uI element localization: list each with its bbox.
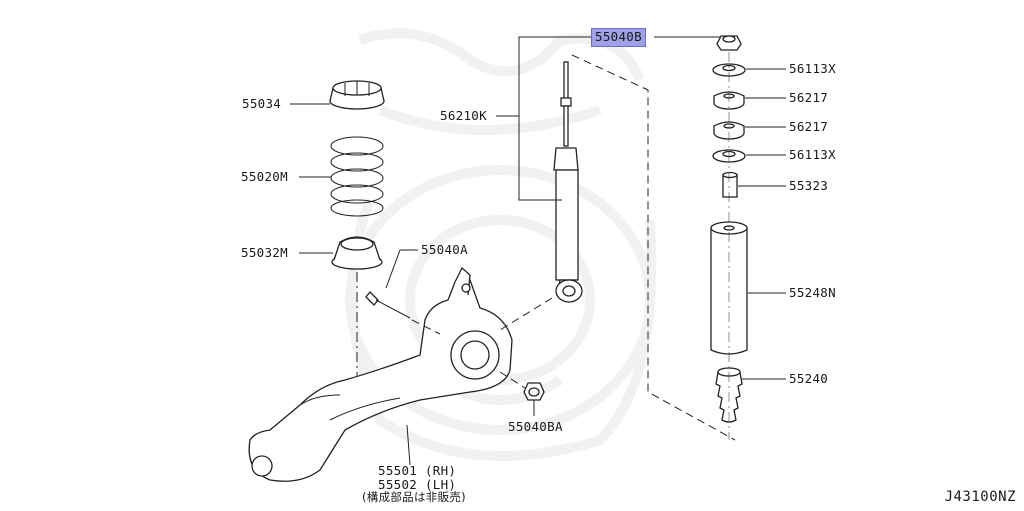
bolt-axis-ba: [499, 371, 526, 389]
label-56217-b[interactable]: 56217: [789, 119, 829, 134]
label-55323[interactable]: 55323: [789, 178, 829, 193]
upper-spring-seat-55034[interactable]: [329, 80, 385, 110]
leader-55040A: [385, 249, 401, 289]
collar-55323[interactable]: [722, 171, 738, 198]
label-55020M[interactable]: 55020M: [241, 169, 288, 184]
shock-mount-axis: [499, 297, 553, 331]
label-56210K[interactable]: 56210K: [440, 108, 487, 123]
nut-55040BA[interactable]: [523, 382, 545, 401]
label-55501[interactable]: 55501 (RH): [378, 463, 457, 478]
dust-boot-55248N[interactable]: [710, 221, 748, 355]
label-55248N[interactable]: 55248N: [789, 285, 836, 300]
label-55240[interactable]: 55240: [789, 371, 829, 386]
label-55040A[interactable]: 55040A: [421, 242, 468, 257]
label-55034[interactable]: 55034: [242, 96, 282, 111]
bolt-55040A[interactable]: [365, 291, 411, 319]
label-55040BA[interactable]: 55040BA: [508, 419, 563, 434]
diagram-code: J43100NZ: [944, 489, 1016, 505]
label-56113X-bottom[interactable]: 56113X: [789, 147, 836, 162]
knuckle-arm-assembly[interactable]: [248, 266, 513, 482]
label-55040B[interactable]: 55040B: [591, 28, 646, 47]
shock-absorber-56210K[interactable]: [553, 61, 583, 303]
lower-spring-seat-55032M[interactable]: [331, 236, 383, 270]
coil-spring-55020M[interactable]: [330, 136, 384, 217]
bolt-axis-a: [411, 319, 441, 335]
label-55032M[interactable]: 55032M: [241, 245, 288, 260]
label-56217-a[interactable]: 56217: [789, 90, 829, 105]
nut-55040B[interactable]: [716, 35, 742, 51]
label-55502[interactable]: 55502 (LH): [378, 477, 457, 492]
leader-55040B-bracket: [496, 36, 592, 117]
leader-56210K: [518, 116, 562, 201]
leader-55501: [406, 424, 411, 466]
note-not-sold-separately: (構成部品は非販売): [362, 490, 466, 504]
washer-56113X-top[interactable]: [712, 63, 746, 77]
assembly-envelope: [571, 54, 736, 441]
label-56113X-top[interactable]: 56113X: [789, 61, 836, 76]
